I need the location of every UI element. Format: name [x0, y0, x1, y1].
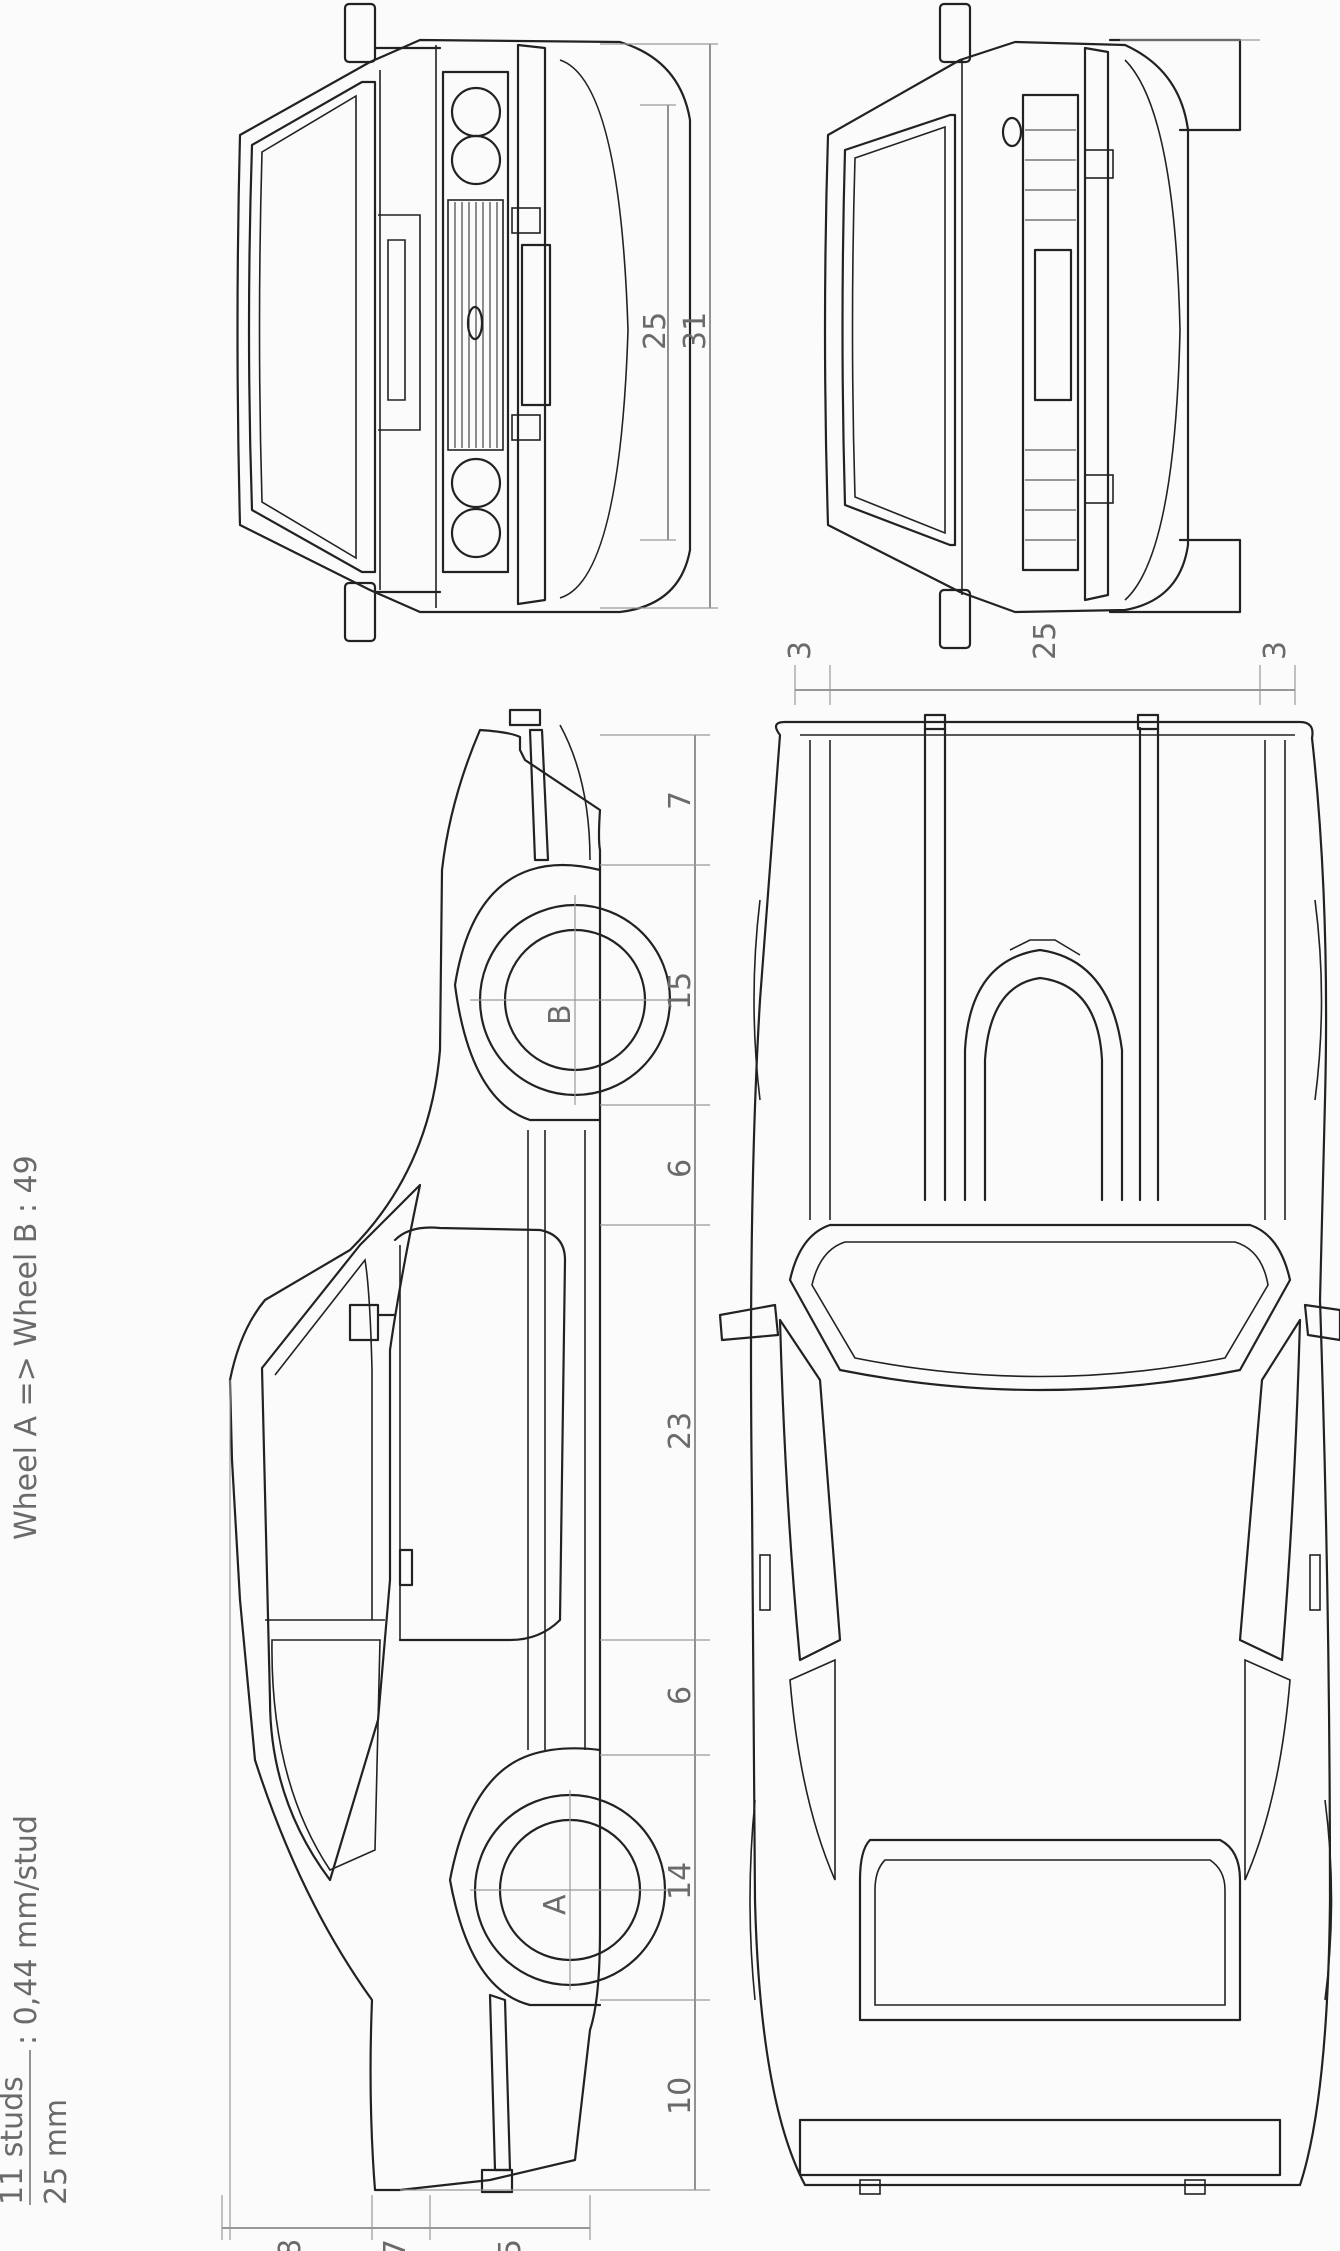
- side-dim-front-overhang: 10: [663, 2077, 698, 2115]
- top-dim-inner-width: 25: [1028, 622, 1063, 660]
- side-view: B A 7 15 6 23 6 14 10: [221, 708, 710, 2251]
- height-dim-low: 5: [493, 2239, 528, 2251]
- height-dim-roof: 8: [273, 2239, 308, 2251]
- top-dim-right-margin: 3: [1258, 641, 1293, 660]
- side-dim-rear-wheel: 15: [663, 972, 698, 1010]
- side-dim-front-gap: 6: [663, 1686, 698, 1705]
- side-dim-rear-gap: 6: [663, 1159, 698, 1178]
- side-dim-rear-overhang: 7: [663, 791, 698, 810]
- notes-group: 11 studs 25 mm : 0,44 mm/stud Wheel A =>…: [0, 1155, 74, 2205]
- scale-note-top: 11 studs: [0, 2076, 30, 2205]
- wheel-distance-note: Wheel A => Wheel B : 49: [9, 1155, 44, 1540]
- wheel-b-label: B: [543, 1004, 578, 1025]
- side-dim-front-wheel: 14: [663, 1862, 698, 1900]
- height-dim-mid: 7: [378, 2239, 413, 2251]
- front-view: 25 31: [236, 2, 718, 643]
- top-view: 3 25 3: [718, 622, 1340, 2195]
- rear-view: [823, 2, 1260, 650]
- wheel-a-label: A: [538, 1894, 573, 1915]
- top-dim-left-margin: 3: [783, 641, 818, 660]
- front-dim-width-inner: 25: [638, 312, 673, 350]
- front-dim-width-outer: 31: [678, 312, 713, 350]
- side-dim-door: 23: [663, 1412, 698, 1450]
- scale-note-rest: : 0,44 mm/stud: [9, 1815, 44, 2045]
- scale-note-bottom: 25 mm: [39, 2099, 74, 2205]
